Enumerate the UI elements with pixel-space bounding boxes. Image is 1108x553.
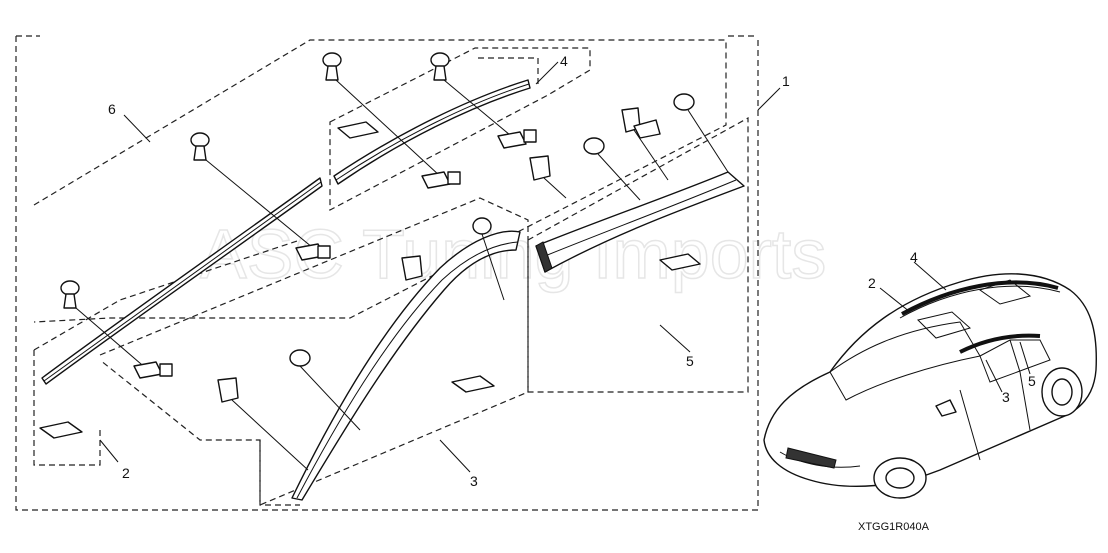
part-5-visor [535,171,745,273]
car-leader-4 [913,261,947,291]
car-callout-2: 2 [868,275,876,291]
square-pad-3 [451,375,495,393]
bracket-clip-1 [621,107,669,181]
kit-boundary-1 [15,36,759,511]
group-6-boundary [33,39,727,323]
car-leader-5 [1019,341,1031,375]
clip-pin-6 [583,137,641,201]
clip-pin-1 [322,52,441,177]
car-callout-5: 5 [1028,373,1036,389]
car-callout-3: 3 [1002,389,1010,405]
bracket-clip-3 [401,255,423,281]
callout-2: 2 [122,465,130,481]
tape-pad-5 [633,119,661,139]
clip-pin-7 [472,217,505,301]
group-4-boundary [329,47,591,211]
clip-pin-5 [673,93,729,173]
group-5-boundary [527,116,749,393]
watermark-text: ASC Tuning Imports [200,215,826,293]
callout-6: 6 [108,101,116,117]
tape-pad-3 [295,243,331,261]
part-3-visor [291,230,521,501]
leader-5 [659,324,691,353]
square-pad-1 [337,121,379,139]
leader-2 [99,439,119,463]
group-3-boundary-b [259,440,300,506]
tape-pad-1 [421,171,461,189]
group-3-boundary [99,197,529,506]
car-callout-4: 4 [910,249,918,265]
square-pad-2 [39,421,83,439]
bracket-clip-4 [217,377,309,471]
car-leader-3 [985,359,1003,393]
tape-pad-4 [133,361,173,379]
part-5-visor-end [535,241,553,273]
group-4-inner [478,57,539,85]
tape-pad-2 [497,129,537,149]
leader-1 [757,87,781,111]
part-4-molding-edge [335,83,530,181]
clip-pin-3 [190,132,319,253]
car-leader-2 [879,287,911,313]
leader-3 [439,439,471,473]
drawing-code: XTGG1R040A [858,521,930,533]
callout-3: 3 [470,473,478,489]
group-2-boundary-b [33,239,301,351]
part-6-molding-edge [43,181,322,382]
leader-6 [123,114,151,143]
clip-pin-2 [430,52,517,141]
bracket-clip-2 [529,155,567,199]
part-5-visor-edge [539,179,737,259]
callout-4: 4 [560,53,568,69]
square-pad-4 [659,253,701,271]
callout-1: 1 [782,73,790,89]
leader-4 [535,61,559,85]
callout-5: 5 [686,353,694,369]
clip-pin-8 [289,349,361,431]
car-illustration [763,273,1097,499]
clip-pin-4 [60,280,149,371]
